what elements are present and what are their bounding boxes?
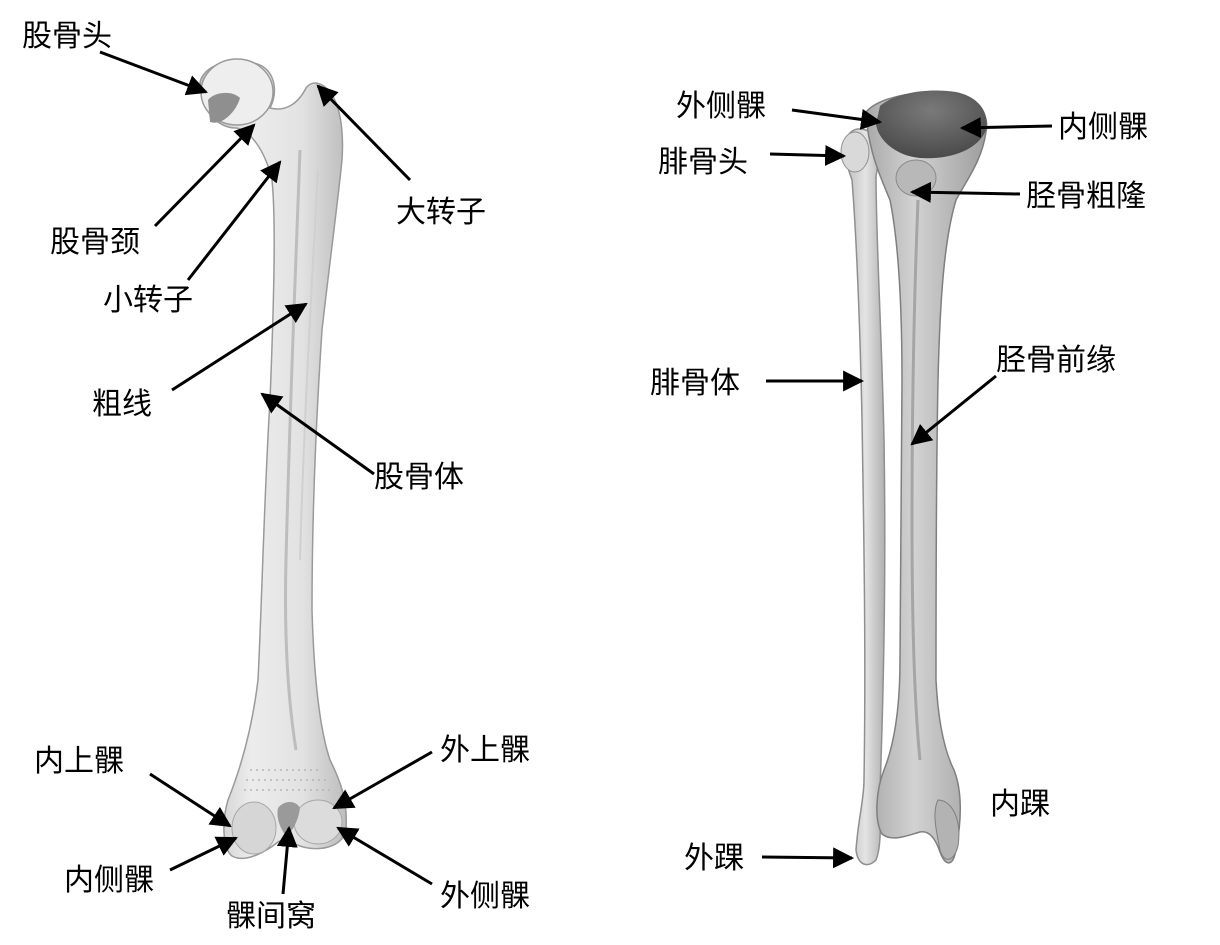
label-lesser-trochanter: 小转子 xyxy=(103,283,193,318)
arrow-tibial-tuberosity xyxy=(909,181,1021,203)
fibula-outline xyxy=(845,128,886,866)
tibia-anterior-border-line xyxy=(910,199,922,761)
arrow-fibula-head xyxy=(769,144,847,166)
label-fibula-head: 腓骨头 xyxy=(658,145,748,180)
arrow-lateral-malleolus xyxy=(761,847,855,869)
tibia-plateau-shape xyxy=(876,90,987,159)
label-femur-shaft: 股骨体 xyxy=(374,460,464,495)
arrow-medial-epicondyle xyxy=(149,772,232,828)
femur-labels: 股骨头 大转子 股骨颈 小转子 粗线 股骨体 内上髁 外上髁 内侧髁 髁间窝 外… xyxy=(22,19,530,934)
arrow-tf-medial-condyle xyxy=(959,117,1053,139)
label-femur-head: 股骨头 xyxy=(22,19,112,54)
fibula-head-shape xyxy=(840,131,870,173)
label-femur-neck: 股骨颈 xyxy=(50,225,140,260)
tibia-fibula-bones xyxy=(840,90,988,866)
label-medial-malleolus: 内踝 xyxy=(990,787,1050,822)
label-greater-trochanter: 大转子 xyxy=(396,195,486,230)
tibia-outline xyxy=(865,92,988,864)
tibia-fibula-labels: 外侧髁 内侧髁 腓骨头 胫骨粗隆 胫骨前缘 腓骨体 内踝 外踝 xyxy=(650,89,1148,876)
arrow-greater-trochanter xyxy=(316,84,412,182)
label-medial-epicondyle: 内上髁 xyxy=(34,744,124,779)
label-lateral-malleolus: 外踝 xyxy=(684,841,744,876)
arrow-femur-shaft xyxy=(260,392,375,476)
label-medial-condyle: 内侧髁 xyxy=(64,863,154,898)
femur-medial-condyle-shape xyxy=(231,801,277,855)
femur-shaft-shade xyxy=(284,149,302,751)
label-tf-lateral-condyle: 外侧髁 xyxy=(676,89,766,124)
arrow-linea-aspera xyxy=(171,302,308,392)
femur-linea-line xyxy=(299,169,319,561)
arrow-femur-neck xyxy=(153,123,256,228)
arrow-femur-head xyxy=(99,50,208,96)
tibia-medial-malleolus-shape xyxy=(934,799,960,860)
label-fibula-shaft: 腓骨体 xyxy=(650,366,740,401)
label-intercondylar-fossa: 髁间窝 xyxy=(226,899,316,934)
femur-fovea xyxy=(208,92,240,123)
arrow-lateral-condyle xyxy=(336,826,433,886)
femur-outline xyxy=(199,60,348,860)
label-anterior-border: 胫骨前缘 xyxy=(996,343,1116,378)
label-lateral-epicondyle: 外上髁 xyxy=(440,733,530,768)
arrow-lesser-trochanter xyxy=(186,160,282,281)
arrow-anterior-border xyxy=(910,374,997,446)
label-linea-aspera: 粗线 xyxy=(92,387,152,422)
arrow-intercondylar-fossa xyxy=(276,825,298,895)
label-lateral-condyle: 外侧髁 xyxy=(440,879,530,914)
label-tf-medial-condyle: 内侧髁 xyxy=(1058,110,1148,145)
arrow-lateral-epicondyle xyxy=(332,750,433,810)
femur-bone xyxy=(199,58,348,860)
label-tibial-tuberosity: 胫骨粗隆 xyxy=(1026,179,1146,214)
femur-texture xyxy=(244,769,330,791)
arrow-tf-lateral-condyle xyxy=(791,108,883,130)
arrow-medial-condyle xyxy=(169,836,238,872)
leader-arrows xyxy=(99,50,1053,895)
